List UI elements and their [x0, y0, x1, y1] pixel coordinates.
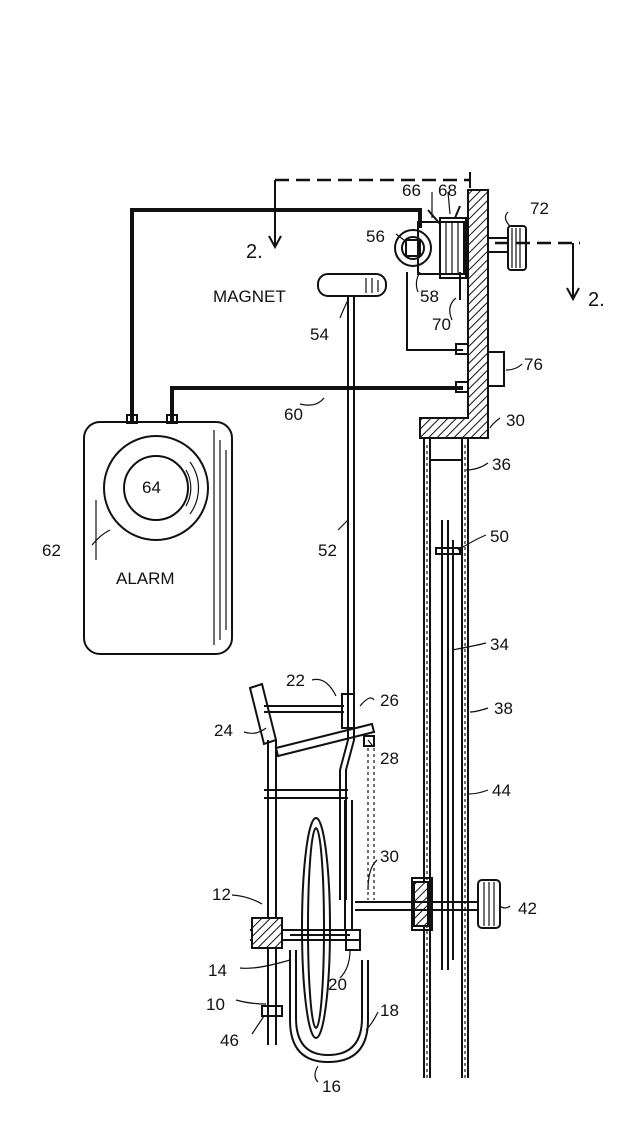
loop-16: [289, 929, 369, 1064]
ref-62: 62: [42, 541, 61, 560]
ref-30-top: 30: [506, 411, 525, 430]
switch-assembly: [394, 205, 467, 300]
clock-frame: [250, 740, 360, 1045]
ref-44: 44: [492, 781, 511, 800]
ref-46: 46: [220, 1031, 239, 1050]
ref-30-lower: 30: [380, 847, 399, 866]
ref-18: 18: [380, 1001, 399, 1020]
ref-16: 16: [322, 1077, 341, 1096]
ref-28: 28: [380, 749, 399, 768]
ref-54: 54: [310, 325, 329, 344]
magnet: [317, 273, 387, 297]
wires-60: [130, 208, 463, 422]
alarm-bell: [103, 435, 209, 541]
ref-14: 14: [208, 961, 227, 980]
ref-50: 50: [490, 527, 509, 546]
ref-20: 20: [328, 975, 347, 994]
ref-76: 76: [524, 355, 543, 374]
wheel-12: [290, 817, 350, 1039]
ref-68: 68: [438, 181, 457, 200]
ref-34: 34: [490, 635, 509, 654]
terminal-76: [455, 343, 505, 393]
ref-60: 60: [284, 405, 303, 424]
ref-52: 52: [318, 541, 337, 560]
shaft-34: [435, 520, 461, 970]
ref-42: 42: [518, 899, 537, 918]
ref-24: 24: [214, 721, 233, 740]
section-label-right: 2.: [588, 289, 605, 311]
magnet-label: MAGNET: [213, 287, 286, 306]
leader-lines: [91, 191, 523, 1083]
ref-38: 38: [494, 699, 513, 718]
alarm-box: [83, 414, 233, 655]
section-line-2-2: [268, 172, 580, 302]
case-walls: [423, 438, 469, 1078]
knob-72: [487, 225, 527, 271]
ref-56: 56: [366, 227, 385, 246]
ref-12: 12: [212, 885, 231, 904]
ref-66: 66: [402, 181, 421, 200]
ref-72: 72: [530, 199, 549, 218]
wall-30: [419, 189, 489, 439]
section-label-left: 2.: [246, 241, 263, 263]
ref-58: 58: [420, 287, 439, 306]
ref-10: 10: [206, 995, 225, 1014]
ref-70: 70: [432, 315, 451, 334]
ref-26: 26: [380, 691, 399, 710]
ref-36: 36: [492, 455, 511, 474]
alarm-label: ALARM: [116, 569, 175, 588]
lever-22: [248, 682, 376, 900]
ref-22: 22: [286, 671, 305, 690]
knob-42: [355, 877, 501, 931]
ref-64: 64: [142, 478, 161, 497]
